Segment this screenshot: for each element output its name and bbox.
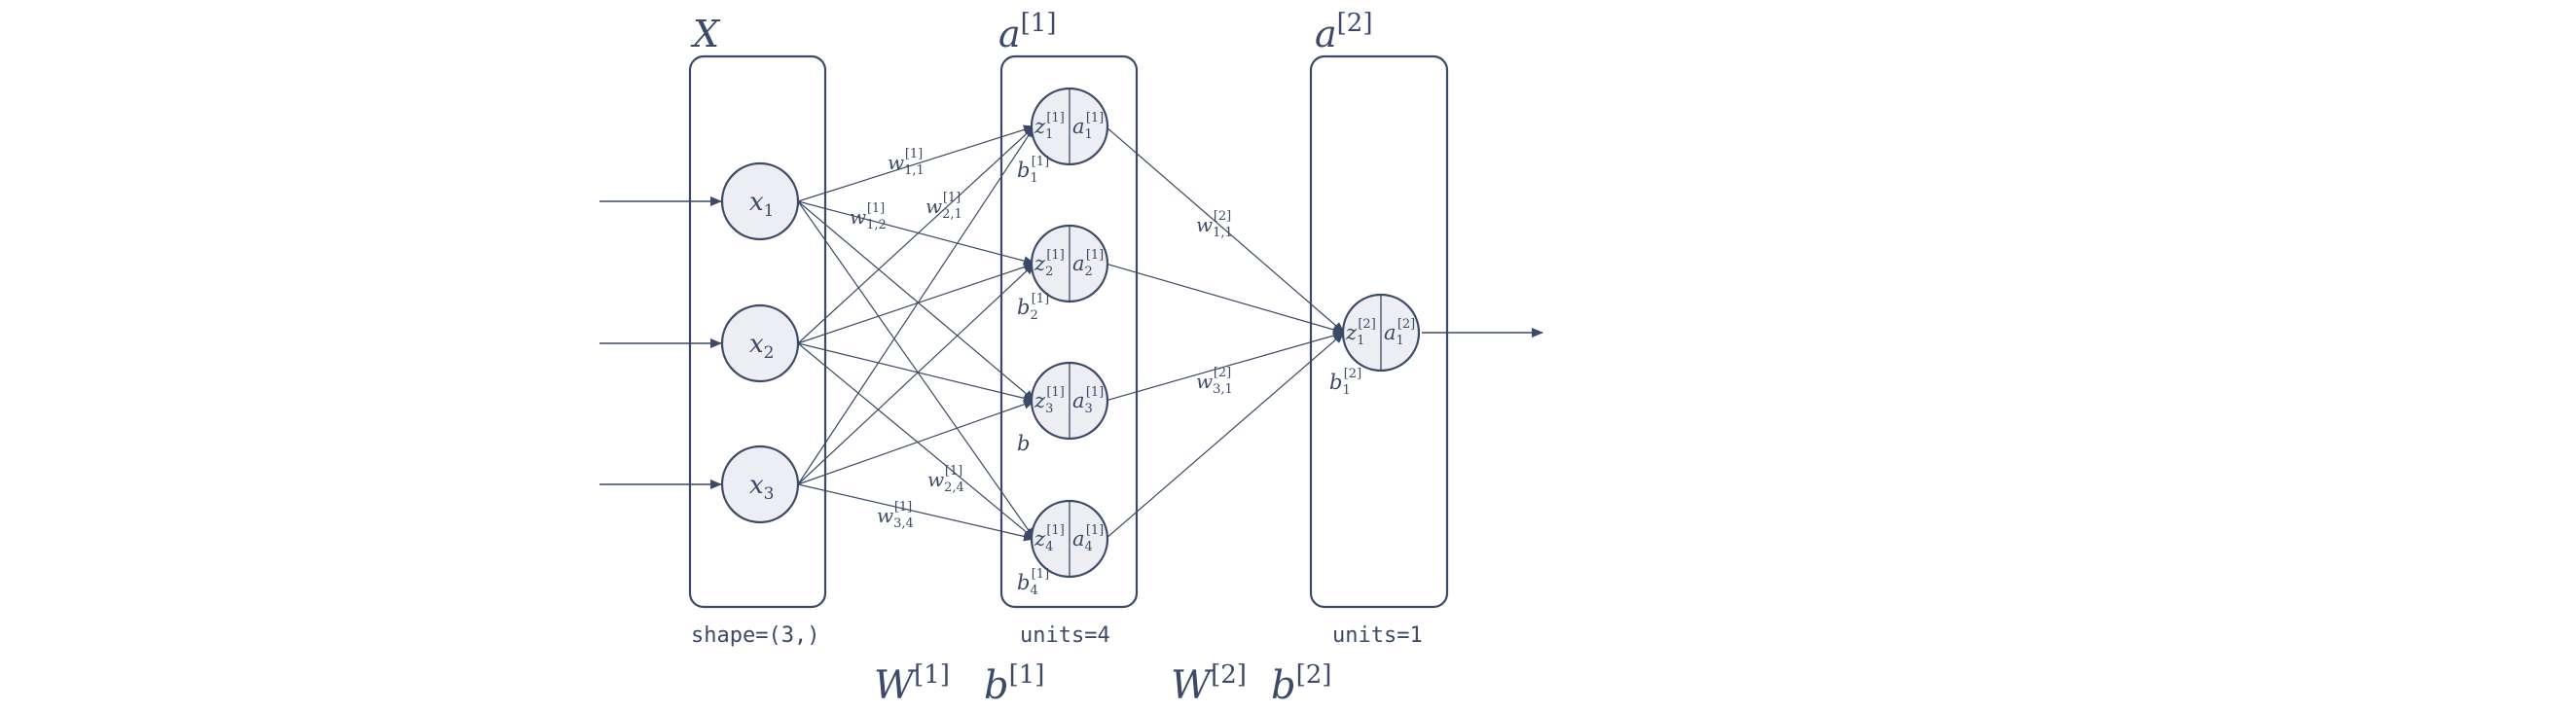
edge-x1-h2 (797, 200, 1035, 267)
hidden-units-caption: units=4 (1020, 623, 1110, 648)
edge-x1-h1 (797, 124, 1035, 202)
edge-x2-h4 (797, 342, 1035, 540)
param-W1: W[1] (874, 660, 950, 708)
weight-w11-1: w1,1[1] (888, 147, 925, 178)
weight-w11-2: w1,1[2] (1196, 209, 1233, 240)
hidden-z-label: z3[1] (1034, 385, 1065, 416)
input-layer-box (688, 54, 827, 609)
bias-hidden-1: b1[1] (1017, 155, 1049, 186)
input-shape-caption: shape=(3,) (691, 623, 819, 648)
bias-output-1: b1[2] (1329, 367, 1361, 398)
edge-x3-h2 (797, 263, 1035, 485)
hidden-z-label: z4[1] (1034, 523, 1065, 554)
output-layer-title: a[2] (1315, 9, 1373, 55)
edge-x2-h1 (797, 125, 1035, 344)
output-neuron: z1[2] a1[2] (1341, 293, 1421, 373)
hidden-neuron-3: z3[1] a3[1] (1030, 361, 1109, 441)
input-neuron-2: x2 (720, 303, 800, 383)
hidden-z-label: z1[1] (1034, 111, 1065, 142)
weight-w12-1: w1,2[1] (850, 201, 887, 232)
weight-w31-2: w3,1[2] (1196, 366, 1233, 397)
output-layer-box (1309, 54, 1449, 609)
bias-hidden-3: b (1017, 432, 1030, 455)
hidden-layer-title: a[1] (998, 9, 1057, 55)
layer1-edges (797, 124, 1035, 542)
hidden-neuron-2: z2[1] a2[1] (1030, 224, 1109, 303)
param-W2: W[2] (1171, 660, 1247, 708)
input-label: x1 (749, 188, 775, 221)
hidden-z-label: z2[1] (1034, 248, 1065, 279)
input-neuron-1: x1 (720, 161, 800, 241)
edge-h4-o1 (1105, 332, 1345, 540)
layer2-edges (1105, 125, 1345, 540)
bias-hidden-4: b4[1] (1017, 567, 1049, 598)
hidden-neuron-1: z1[1] a1[1] (1030, 87, 1109, 166)
weight-w21-1: w2,1[1] (925, 191, 962, 222)
hidden-a-label: a1[1] (1072, 111, 1104, 142)
hidden-neuron-4: z4[1] a4[1] (1030, 499, 1109, 579)
weight-w34-1: w3,4[1] (877, 500, 914, 531)
edge-x2-h2 (797, 262, 1035, 344)
edge-x2-h3 (797, 342, 1035, 404)
edge-x3-h4 (797, 483, 1035, 542)
layer1-weight-labels: w1,1[1] w1,2[1] w2,1[1] w2,4[1] w3,4[1] (850, 147, 964, 531)
output-units-caption: units=1 (1332, 623, 1423, 648)
input-neuron-3: x3 (720, 444, 800, 524)
edge-x3-h3 (797, 399, 1035, 485)
output-z-label: z1[2] (1345, 317, 1376, 348)
hidden-a-label: a3[1] (1072, 385, 1104, 416)
edge-h3-o1 (1105, 331, 1345, 402)
weight-w24-1: w2,4[1] (927, 464, 964, 495)
edge-h1-o1 (1105, 125, 1345, 334)
edge-h2-o1 (1105, 263, 1345, 335)
hidden-a-label: a4[1] (1072, 523, 1104, 554)
param-b2: b[2] (1271, 660, 1331, 708)
param-b1: b[1] (984, 660, 1044, 708)
input-label: x3 (749, 471, 775, 504)
edge-x1-h4 (797, 200, 1035, 540)
input-label: x2 (749, 330, 775, 363)
hidden-layer-box (999, 54, 1139, 609)
edge-x1-h3 (797, 200, 1035, 402)
hidden-a-label: a2[1] (1072, 248, 1104, 279)
bias-hidden-2: b2[1] (1017, 292, 1049, 323)
edge-x3-h1 (797, 125, 1035, 485)
output-a-label: a1[2] (1384, 317, 1415, 348)
input-layer-title: X (690, 13, 721, 55)
